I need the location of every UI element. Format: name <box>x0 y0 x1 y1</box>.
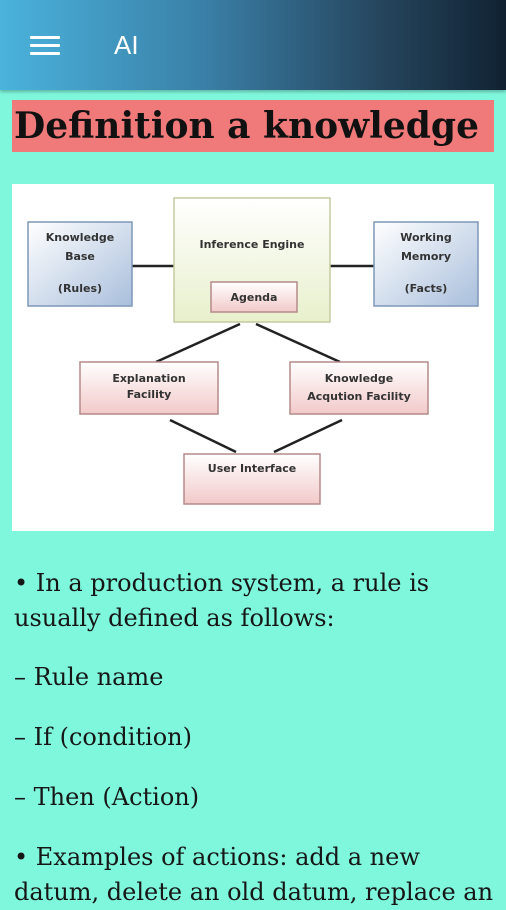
knowledge-acquisition-line2: Acqution Facility <box>307 390 411 403</box>
connector-line <box>255 322 341 364</box>
agenda-box: Agenda <box>210 281 298 313</box>
page-heading: Definition a knowledge <box>12 100 494 152</box>
knowledge-base-line1: Knowledge <box>46 231 115 244</box>
menu-line <box>30 44 60 47</box>
hamburger-menu-icon[interactable] <box>22 28 66 62</box>
working-memory-box: Working Memory (Facts) <box>373 221 479 307</box>
connectors <box>132 264 374 454</box>
inference-engine-label: Inference Engine <box>200 238 305 251</box>
working-memory-line2: Memory <box>401 250 451 263</box>
agenda-label: Agenda <box>231 291 278 304</box>
paragraph-then-action: – Then (Action) <box>14 783 200 811</box>
app-title: AI <box>114 30 139 60</box>
diagram-svg: Knowledge Base (Rules) Inference Engine … <box>27 197 479 505</box>
explanation-facility-line2: Facility <box>127 388 172 401</box>
working-memory-line3: (Facts) <box>405 282 448 295</box>
paragraph-production-rule: • In a production system, a rule is usua… <box>14 569 430 632</box>
explanation-facility-box: Explanation Facility <box>79 361 219 415</box>
knowledge-base-line2: Base <box>65 250 95 263</box>
app-bar: AI <box>0 0 506 90</box>
paragraph-rule-name: – Rule name <box>14 663 164 691</box>
paragraph-if-condition: – If (condition) <box>14 723 192 751</box>
heading-text: Definition a knowledge <box>14 105 479 147</box>
connector-line <box>169 418 237 454</box>
connector-line <box>273 418 343 454</box>
knowledge-base-box: Knowledge Base (Rules) <box>27 221 133 307</box>
knowledge-acquisition-box: Knowledge Acqution Facility <box>289 361 429 415</box>
user-interface-label: User Interface <box>208 462 296 475</box>
working-memory-line1: Working <box>400 231 452 244</box>
explanation-facility-line1: Explanation <box>112 372 185 385</box>
knowledge-acquisition-line1: Knowledge <box>325 372 394 385</box>
menu-line <box>30 52 60 55</box>
user-interface-box: User Interface <box>183 453 321 505</box>
knowledge-base-line3: (Rules) <box>58 282 102 295</box>
menu-line <box>30 36 60 39</box>
expert-system-diagram: Knowledge Base (Rules) Inference Engine … <box>12 184 494 531</box>
connector-line <box>155 322 241 364</box>
